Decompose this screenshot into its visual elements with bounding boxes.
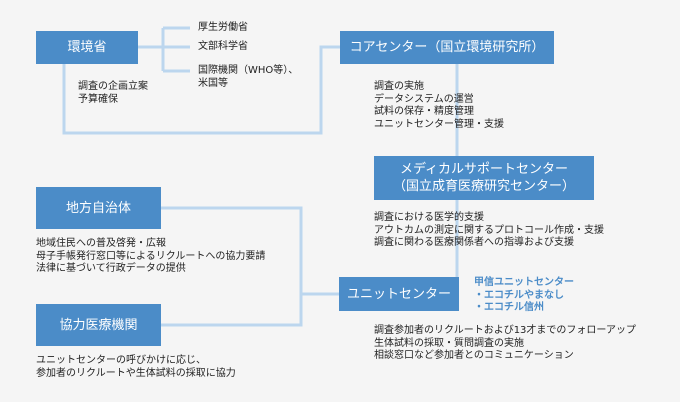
description-line: 試料の保存・精度管理	[374, 106, 474, 117]
moe-description: 調査の企画立案 予算確保	[78, 81, 148, 106]
unit-center-description: 調査参加者のリクルートおよび13才までのフォローアップ 生体試料の採取・質問調査…	[374, 325, 636, 363]
cooperating-medical-label: 協力医療機関	[59, 317, 138, 333]
kofu-unit-centers: 甲信ユニットセンター ・エコチルやまなし ・エコチル信州	[474, 277, 574, 315]
description-line: ユニットセンターの呼びかけに応じ、	[36, 355, 206, 366]
kofu-item: ・エコチルやまなし	[474, 289, 564, 301]
kofu-item: ・エコチル信州	[474, 302, 544, 313]
local-government-description: 地域住民への普及啓発・広報 母子手帳発行窓口等によるリクルートへの協力要請 法律…	[36, 238, 265, 276]
local-government-box: 地方自治体	[36, 187, 161, 229]
description-line: 調査における医学的支援	[374, 212, 484, 223]
connector-coopmedical	[161, 294, 303, 327]
kofu-title: 甲信ユニットセンター	[474, 277, 574, 288]
ministry-international: 国際機関（WHO等）、	[198, 65, 299, 76]
moe-box: 環境省	[36, 31, 138, 64]
ministry-us: 米国等	[198, 78, 228, 89]
description-line: 生体試料の採取・質問調査の実施	[374, 337, 524, 349]
connector-moe-core	[62, 45, 340, 135]
medical-support-label-2: （国立成育医療研究センター）	[392, 179, 575, 194]
description-line: 相談窓口など参加者とのコミュニケーション	[374, 350, 574, 361]
description-line: 調査の実施	[374, 81, 424, 92]
cooperating-medical-box: 協力医療機関	[36, 304, 161, 346]
description-line: 参加者のリクルートや生体試料の採取に協力	[36, 367, 236, 379]
description-line: 調査参加者のリクルートおよび13才までのフォローアップ	[374, 325, 637, 336]
medical-support-box: メディカルサポートセンター （国立成育医療研究センター）	[374, 156, 594, 200]
description-line: データシステムの運営	[374, 93, 474, 105]
description-line: 法律に基づいて行政データの提供	[36, 263, 186, 274]
description-line: 調査の企画立案	[78, 81, 148, 92]
description-line: 予算確保	[78, 93, 118, 105]
unit-center-box: ユニットセンター	[339, 277, 459, 311]
medical-support-description: 調査における医学的支援 アウトカムの測定に関するプロトコール作成・支援 調査に関…	[374, 212, 604, 250]
ministry-mhlw: 厚生労働省	[198, 22, 248, 33]
local-government-label: 地方自治体	[65, 200, 131, 216]
description-line: ユニットセンター管理・支援	[374, 118, 504, 130]
medical-support-label-1: メディカルサポートセンター	[399, 162, 569, 177]
core-description: 調査の実施 データシステムの運営 試料の保存・精度管理 ユニットセンター管理・支…	[374, 81, 504, 131]
description-line: 調査に関わる医療関係者への指導および支援	[374, 237, 574, 248]
moe-label: 環境省	[67, 40, 107, 55]
cooperating-medical-description: ユニットセンターの呼びかけに応じ、 参加者のリクルートや生体試料の採取に協力	[36, 355, 236, 380]
description-line: アウトカムの測定に関するプロトコール作成・支援	[374, 224, 604, 236]
ministry-mext: 文部科学省	[198, 41, 248, 52]
connector-localgov	[161, 206, 303, 294]
description-line: 地域住民への普及啓発・広報	[36, 238, 166, 249]
core-center-label: コアセンター（国立環境研究所）	[349, 40, 545, 55]
unit-center-label: ユニットセンター	[346, 286, 451, 302]
core-center-box: コアセンター（国立環境研究所）	[340, 31, 554, 64]
description-line: 母子手帳発行窓口等によるリクルートへの協力要請	[36, 250, 266, 262]
